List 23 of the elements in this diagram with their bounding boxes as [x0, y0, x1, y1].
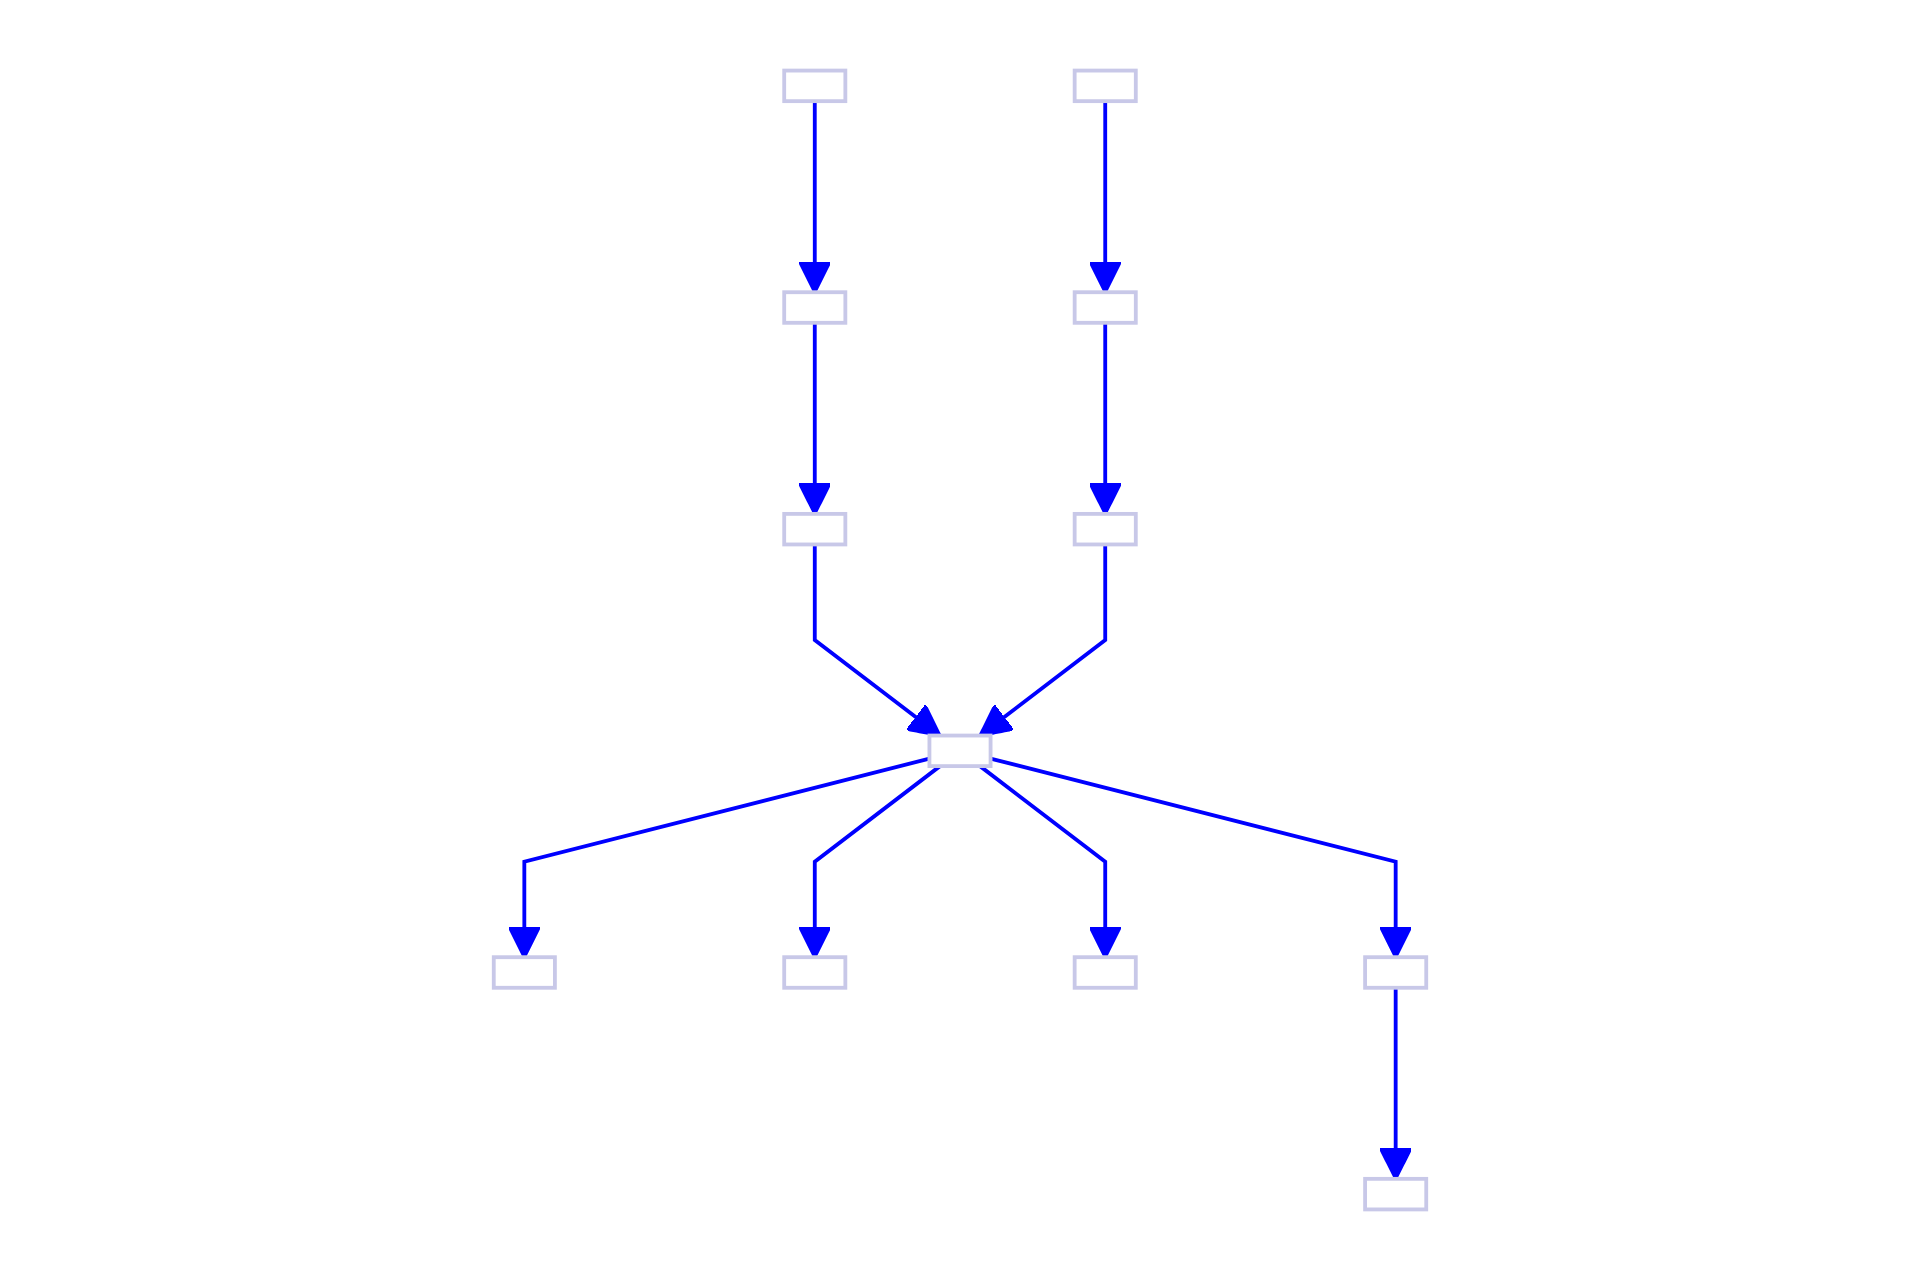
arrow: [797, 101, 832, 294]
empty-box: [1072, 955, 1138, 990]
arrow: [978, 544, 1108, 738]
arrow: [797, 764, 942, 959]
arrow: [507, 756, 930, 959]
empty-box: [782, 68, 848, 104]
empty-box: [782, 955, 848, 990]
empty-box: [927, 733, 993, 768]
arrow: [1088, 101, 1123, 294]
empty-box: [1072, 290, 1138, 325]
empty-box: [782, 290, 848, 325]
empty-box: [1072, 511, 1138, 547]
empty-box: [1072, 68, 1138, 104]
arrow: [812, 544, 942, 738]
arrow: [1378, 987, 1413, 1181]
arrow: [797, 322, 832, 516]
arrow: [990, 756, 1413, 959]
empty-box: [1363, 1176, 1429, 1212]
empty-box: [1363, 955, 1429, 990]
empty-box: [782, 511, 848, 547]
arrow: [978, 764, 1123, 959]
empty-box: [491, 955, 557, 990]
arrow: [1088, 322, 1123, 516]
